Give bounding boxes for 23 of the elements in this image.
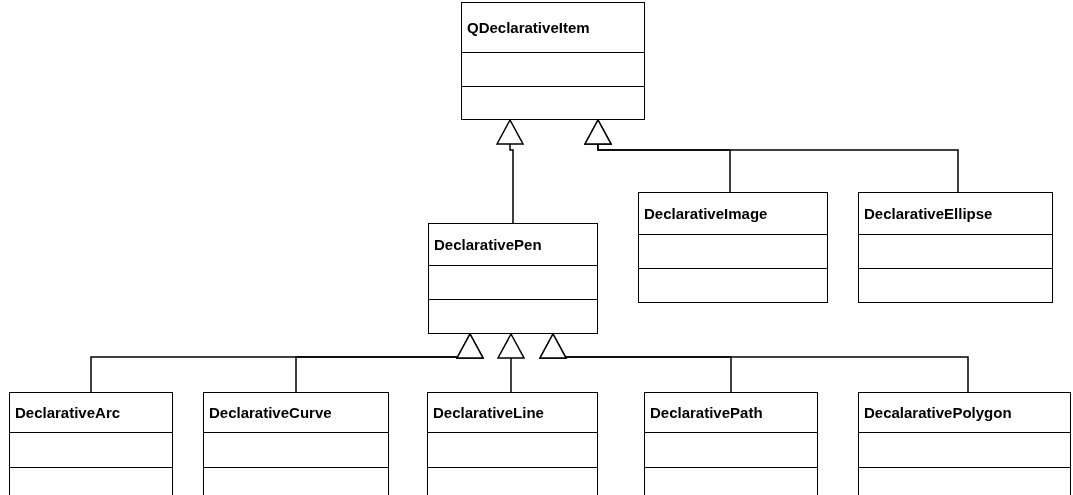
class-box [9,392,173,495]
class-name: DecalarativePolygon [864,404,1012,421]
class-box [644,392,818,495]
inheritance-arrow [497,333,525,393]
class-name: DeclarativeImage [644,205,768,222]
class-box [858,392,1071,495]
inheritance-arrow [539,333,969,393]
class-name: QDeclarativeItem [467,19,590,36]
inheritance-arrow [295,333,484,393]
class-box [638,192,828,303]
class-name: DeclarativeArc [15,404,121,421]
class-name: DeclarativeEllipse [864,205,993,222]
class-box [858,192,1053,303]
class-name: DeclarativePath [650,404,763,421]
class-name: DeclarativePen [434,236,542,253]
inheritance-arrow [496,119,524,224]
class-box [427,392,598,495]
class-box [428,223,598,334]
class-name: DeclarativeCurve [209,404,332,421]
class-name: DeclarativeLine [433,404,544,421]
class-box [461,2,645,120]
class-box [203,392,389,495]
inheritance-arrow [584,119,959,193]
